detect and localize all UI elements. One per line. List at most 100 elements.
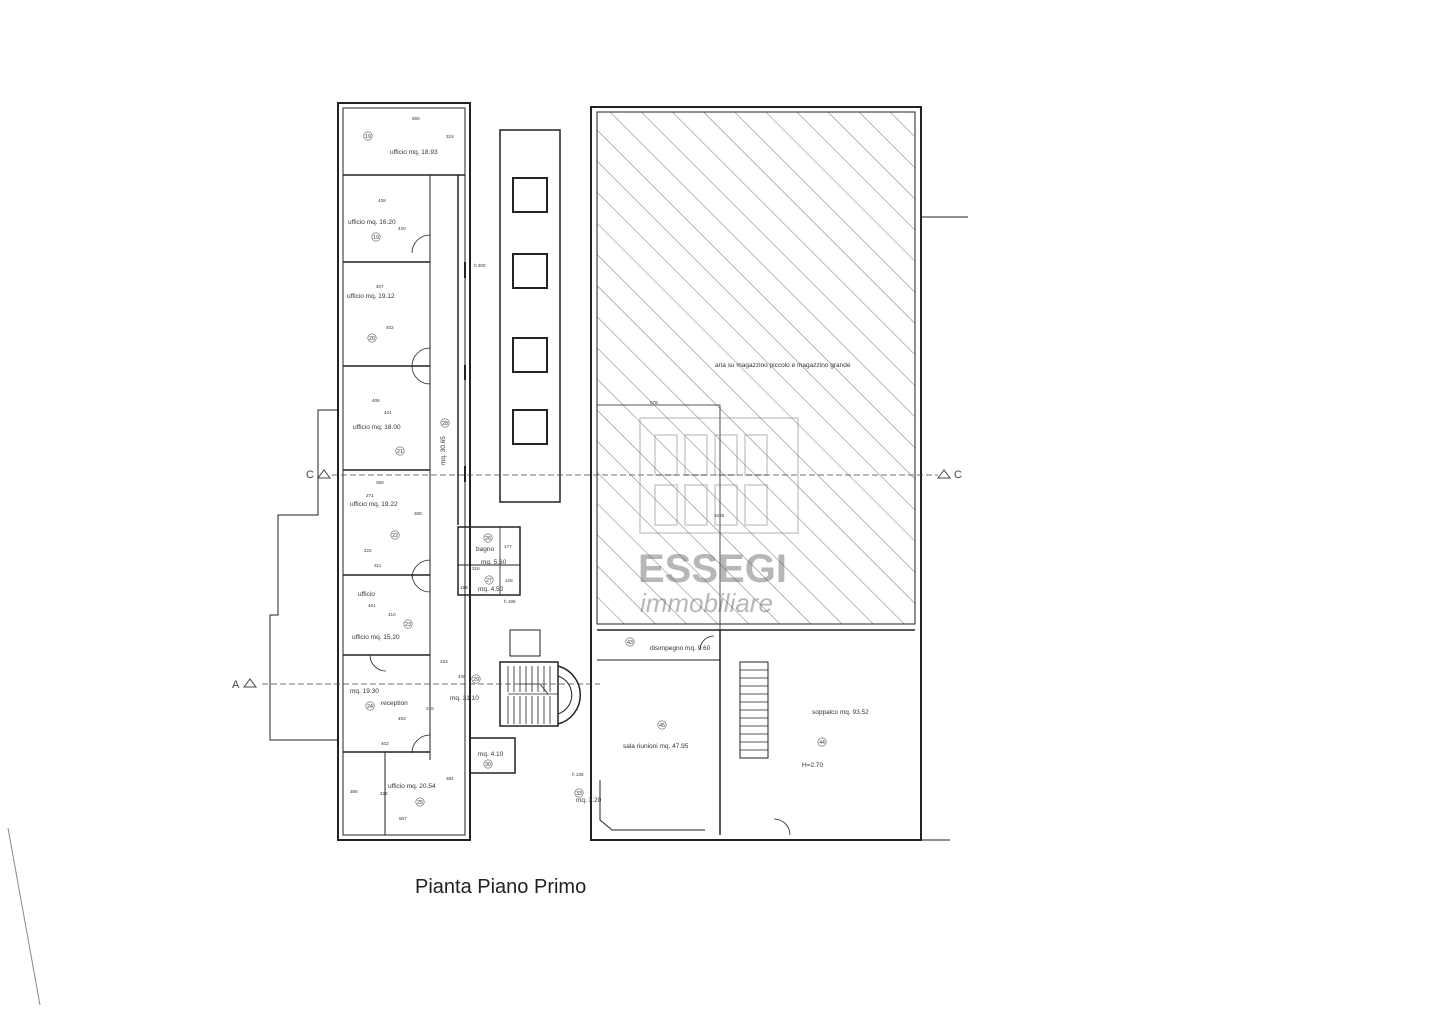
dimension-labels: 5663184284204074024064213502713082223114… — [350, 116, 725, 821]
room-label-44: soppalco mq. 93.52 — [812, 709, 869, 716]
room-label-43: disimpegno mq. 9.60 — [650, 645, 711, 652]
room-label-27: mq. 4.50 — [478, 586, 504, 593]
room-number-43: 43 — [627, 640, 633, 646]
dimension-label: 406 — [372, 398, 380, 403]
section-lines — [262, 474, 938, 685]
watermark-brand: ESSEGI — [638, 547, 787, 591]
dimension-label: 402 — [386, 325, 394, 330]
room-label-29: mq. 31.10 — [450, 695, 479, 702]
room-number-24: 24 — [367, 704, 373, 710]
section-marker-a: A — [232, 679, 240, 691]
room-label-23: ufficio mq. 15.20 — [352, 634, 400, 641]
dimension-label: h 135 — [572, 772, 584, 777]
section-arrows — [243, 469, 951, 688]
dimension-label: 366 — [350, 789, 358, 794]
light-well — [464, 129, 561, 503]
room-number-19b: 19 — [373, 235, 379, 241]
room-label-33: mq. 3.20 — [576, 797, 602, 804]
room-label-26: bagno — [476, 546, 494, 553]
room-number-33: 33 — [576, 791, 582, 797]
dimension-label: 333 — [440, 659, 448, 664]
dimension-label: 578 — [650, 400, 658, 405]
mezzanine-stair — [740, 669, 768, 751]
dimension-label: 407 — [376, 284, 384, 289]
room-number-circle-22 — [390, 530, 400, 540]
room-number-30: 30 — [485, 762, 491, 768]
room-number-20: 20 — [369, 336, 375, 342]
dimension-label: 271 — [366, 493, 374, 498]
room-label-30: mq. 4.10 — [478, 751, 504, 758]
section-marker-c-right: C — [954, 469, 962, 481]
room-number-22: 22 — [392, 533, 398, 539]
plan-title: Pianta Piano Primo — [415, 876, 587, 898]
room-number-circle-28 — [440, 418, 450, 428]
dimension-label: h 195 — [504, 599, 516, 604]
room-number-circle-43 — [625, 637, 635, 647]
dimension-label: 316 — [472, 566, 480, 571]
room-number-circle-19b — [371, 232, 381, 242]
dimension-label: 308 — [414, 511, 422, 516]
room-number-circle-27 — [484, 575, 494, 585]
room-number-circle-33 — [574, 788, 584, 798]
section-marker-c-left: C — [306, 469, 314, 481]
dimension-label: 322 — [380, 791, 388, 796]
room-number-circle-30 — [483, 759, 493, 769]
dimension-label: 421 — [384, 410, 392, 415]
room-labels: ufficio mq. 18.93 19 ufficio mq. 16.20 19 uf… — [347, 131, 869, 807]
room-number-27: 27 — [486, 578, 492, 584]
dimension-label: 493 — [398, 716, 406, 721]
room-number-19: 19 — [365, 134, 371, 140]
room-label-21: ufficio mq. 18.00 — [353, 424, 401, 431]
dimension-label: 128 — [505, 578, 513, 583]
dimension-label: 177 — [504, 544, 512, 549]
room-number-29: 29 — [473, 677, 479, 683]
room-number-circle-44 — [817, 737, 827, 747]
room-number-circle-19 — [363, 131, 373, 141]
room-label-26m: mq. 5.60 — [481, 559, 507, 566]
dimension-label: 159 — [460, 585, 468, 590]
dimension-label: 401 — [368, 603, 376, 608]
room-label-22: ufficio mq. 19.22 — [350, 501, 398, 508]
room-number-circle-20 — [367, 333, 377, 343]
room-number-28: 28 — [442, 421, 448, 427]
essegi-watermark — [639, 417, 799, 534]
room-label-19b: ufficio mq. 16.20 — [348, 219, 396, 226]
dimension-label: 402 — [381, 741, 389, 746]
dimension-label: h 300 — [474, 263, 486, 268]
room-label-19: ufficio mq. 18.93 — [390, 149, 438, 156]
room-number-23: 23 — [405, 622, 411, 628]
dimension-label: 428 — [378, 198, 386, 203]
room-number-circle-25 — [415, 797, 425, 807]
room-number-circle-26 — [483, 533, 493, 543]
room-number-circle-45 — [657, 720, 667, 730]
room-label-28: mq. 30.65 — [440, 436, 447, 465]
dimension-label: 311 — [374, 563, 382, 568]
room-number-circle-23 — [403, 619, 413, 629]
dimension-label: 436 — [458, 674, 466, 679]
left-wing-walls — [269, 102, 582, 841]
dimension-label: 1025 — [714, 513, 725, 518]
watermark-subtitle: immobiliare — [640, 588, 773, 618]
dimension-label: 316 — [426, 706, 434, 711]
room-label-44h: H=2.70 — [802, 762, 824, 769]
dimension-label: 410 — [388, 612, 396, 617]
room-number-25: 25 — [417, 800, 423, 806]
dimension-label: 222 — [364, 548, 372, 553]
room-label-void: aria su magazzino piccolo e magazzino gr… — [715, 362, 851, 369]
right-wing-walls — [590, 106, 968, 841]
dimension-label: 420 — [398, 226, 406, 231]
room-number-45: 45 — [659, 723, 665, 729]
room-number-26: 26 — [485, 536, 491, 542]
room-number-circle-21 — [395, 446, 405, 456]
room-number-21: 21 — [397, 449, 403, 455]
room-label-24r: reception — [381, 700, 408, 707]
scan-artifacts — [7, 827, 41, 1006]
dimension-label: 318 — [446, 134, 454, 139]
dimension-label: 384 — [446, 776, 454, 781]
room-label-20: ufficio mq. 19.12 — [347, 293, 395, 300]
room-label-24: mq. 19.30 — [350, 688, 379, 695]
room-number-circle-29 — [471, 674, 481, 684]
room-number-circle-24 — [365, 701, 375, 711]
room-label-23a: ufficio — [358, 591, 375, 598]
stair-treads — [507, 666, 551, 724]
